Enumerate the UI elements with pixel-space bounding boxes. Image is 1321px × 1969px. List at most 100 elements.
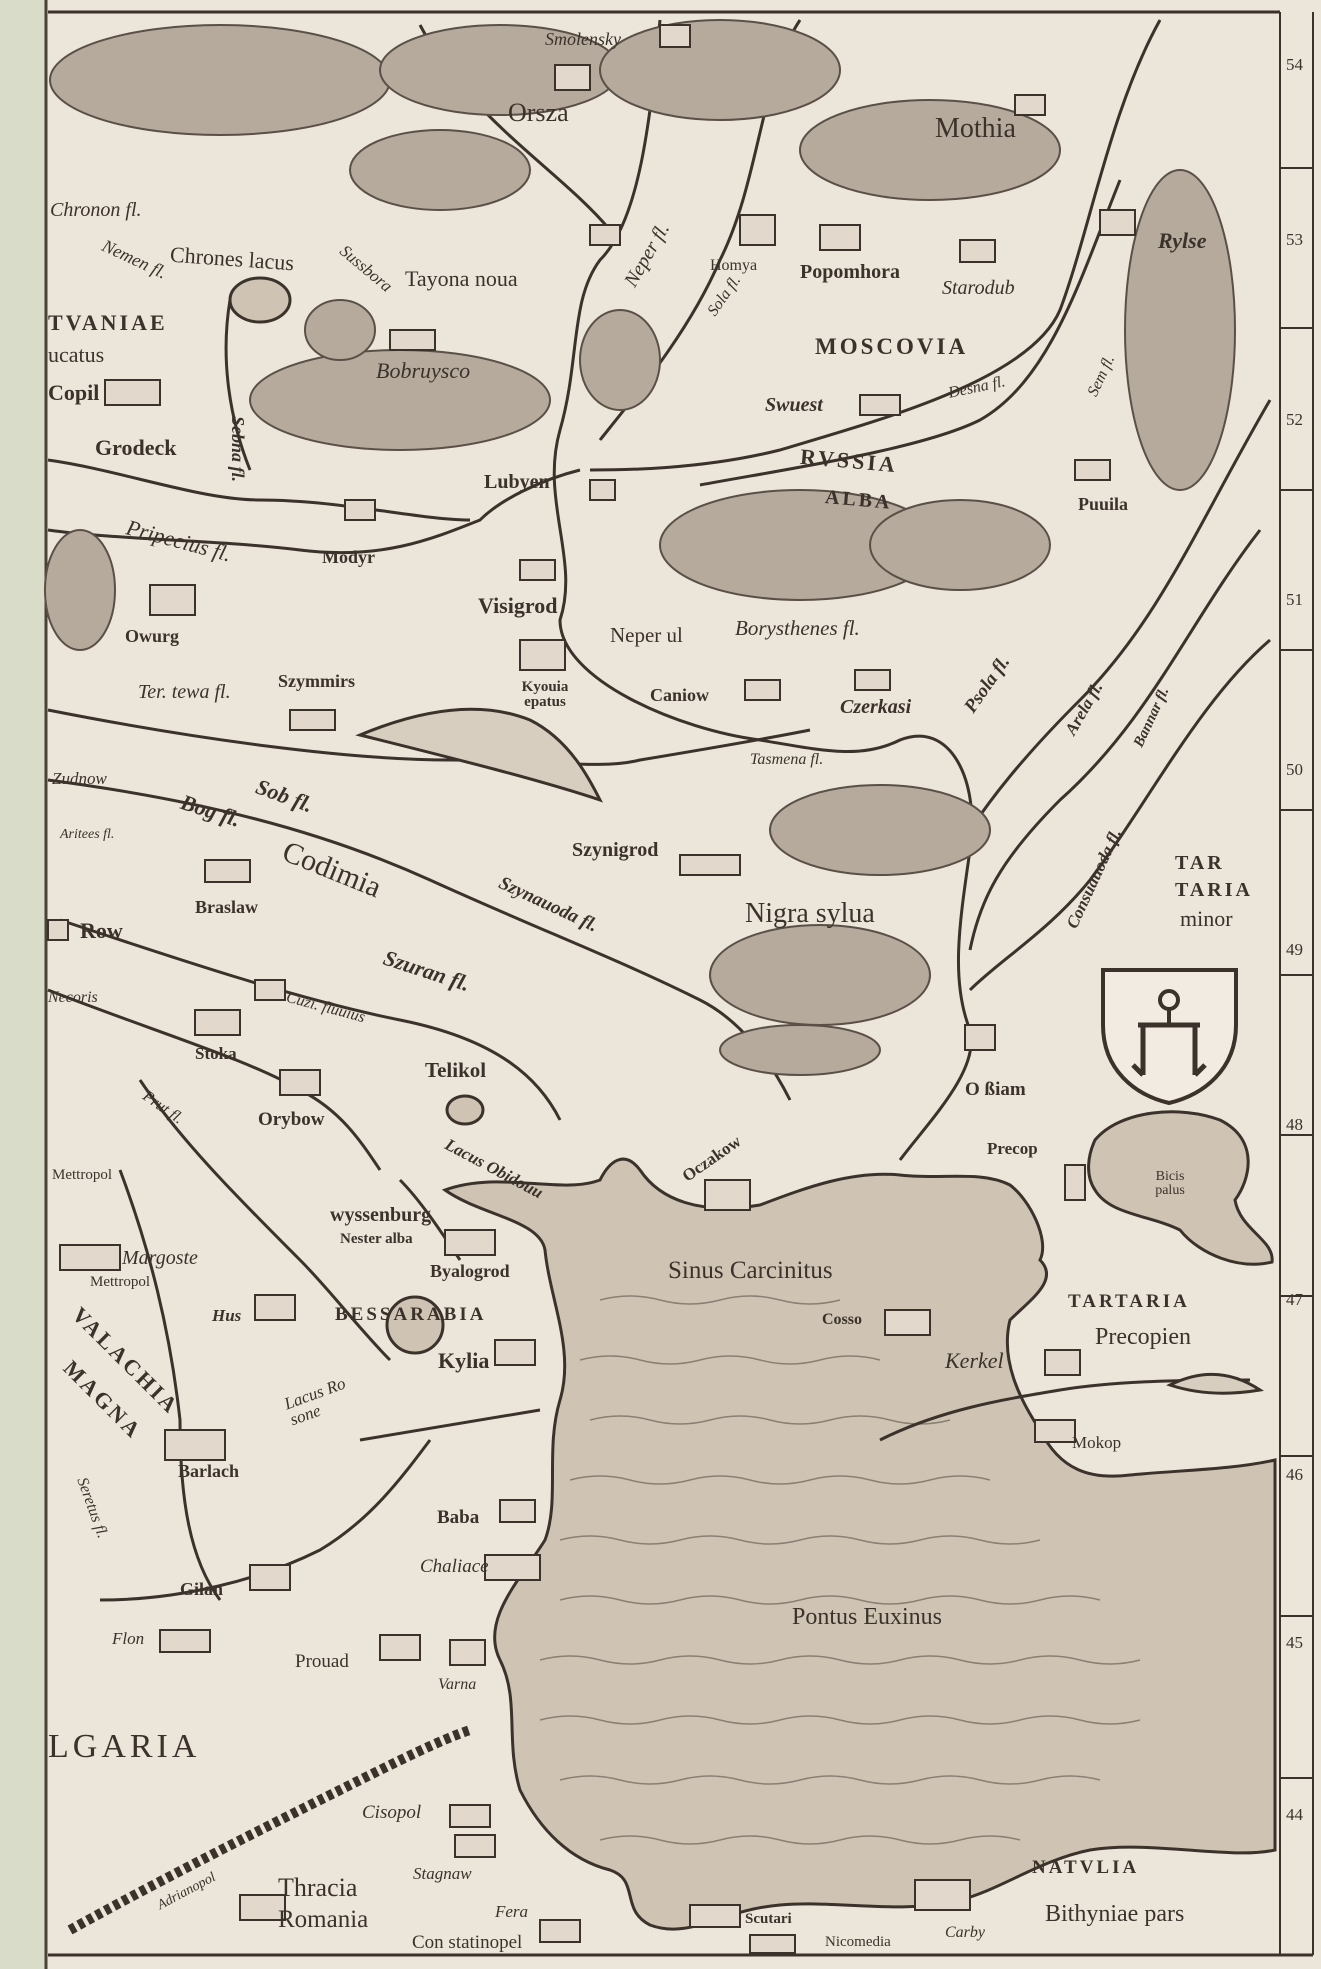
label-cosso: Cosso [822, 1311, 863, 1328]
label-rylse: Rylse [1158, 228, 1207, 253]
label-nester-alba: Nester alba [340, 1231, 413, 1247]
black-sea [441, 1157, 1277, 1931]
latitude-44: 44 [1286, 1805, 1303, 1824]
label-pontus-euxinus: Pontus Euxinus [792, 1604, 943, 1630]
lacus-obidouu [445, 1094, 485, 1126]
bicis-palus [1087, 1110, 1274, 1266]
label-prouad: Prouad [295, 1651, 349, 1672]
label-mothia: Mothia [935, 113, 1016, 144]
latitude-ticks [1280, 167, 1313, 1779]
label-scutari: Scutari [745, 1911, 792, 1927]
label-ociam: O ßiam [965, 1079, 1026, 1100]
label-popomhora: Popomhora [800, 261, 900, 283]
label-barlach: Barlach [178, 1461, 239, 1481]
label-tartaria-minor-3: minor [1180, 906, 1233, 931]
latitude-54: 54 [1286, 55, 1303, 74]
label-ducatus: ucatus [48, 342, 105, 367]
label-varna: Varna [438, 1676, 477, 1693]
label-copil: Copil [48, 380, 100, 405]
coat-of-arms-icon [1101, 968, 1238, 1105]
latitude-50: 50 [1286, 760, 1303, 779]
label-wyssenburg: wyssenburg [330, 1204, 432, 1226]
chrones-lacus [228, 276, 292, 324]
label-tasmena-fl: Tasmena fl. [750, 751, 824, 768]
label-szynigrod: Szynigrod [572, 839, 659, 861]
label-visigrod: Visigrod [478, 593, 558, 618]
label-tartaria-precopiens-2: Precopien [1095, 1324, 1191, 1350]
label-kyouia-epatus: Kyouia epatus [521, 679, 569, 710]
haemus-mountains [67, 1725, 472, 1935]
label-swuest: Swuest [765, 394, 823, 416]
label-sinus-carcinitus: Sinus Carcinitus [668, 1257, 833, 1284]
label-homya: Homya [710, 257, 758, 274]
latitude-53: 53 [1286, 230, 1303, 249]
label-moscovia: MOSCOVIA [815, 334, 969, 359]
label-gilan: Gilan [180, 1579, 224, 1599]
label-romania: Romania [278, 1906, 369, 1933]
label-tartaria-precopiens-1: TARTARIA [1068, 1291, 1190, 1312]
label-lubyen: Lubyen [484, 471, 550, 493]
label-bulgaria: LGARIA [48, 1728, 201, 1765]
label-cisopol: Cisopol [362, 1802, 422, 1823]
sea-waves [539, 1295, 1141, 1845]
label-caniow: Caniow [650, 685, 710, 705]
label-carby: Carby [945, 1924, 985, 1941]
label-puuila: Puuila [1078, 494, 1129, 514]
label-mettropol2: Mettropol [90, 1274, 150, 1290]
label-terterwa-fl: Ter. tewa fl. [138, 681, 231, 703]
label-bobruysco: Bobruysco [376, 358, 471, 383]
label-aritees-fl: Aritees fl. [60, 827, 115, 842]
latitude-49: 49 [1286, 940, 1303, 959]
label-starodub: Starodub [942, 277, 1015, 299]
label-orsza: Orsza [508, 98, 569, 127]
label-stoka: Stoka [195, 1044, 237, 1063]
label-sebna-fl: Sebna fl. [228, 415, 249, 483]
label-owurg: Owurg [125, 626, 179, 646]
label-hus: Hus [212, 1306, 242, 1325]
label-fera: Fera [495, 1902, 529, 1921]
label-smolensky: Smolensky [545, 29, 621, 49]
label-orybow: Orybow [258, 1109, 325, 1130]
label-chronon-fl: Chronon fl. [50, 199, 142, 221]
label-borysthenes-fl: Borysthenes fl. [735, 616, 860, 640]
label-nicomedia: Nicomedia [825, 1934, 891, 1950]
label-telikol: Telikol [425, 1058, 487, 1082]
label-moldauia-mettropol: Mettropol [52, 1167, 112, 1183]
precop-ridge [1166, 1372, 1264, 1395]
label-tartaria-minor-2: TARIA [1175, 879, 1253, 901]
label-stagnaw: Stagnaw [413, 1864, 472, 1883]
label-mokop: Mokop [1072, 1433, 1122, 1452]
lacus-rosone [385, 1295, 445, 1355]
latitude-52: 52 [1286, 410, 1303, 429]
latitude-51: 51 [1286, 590, 1303, 609]
label-flon: Flon [112, 1629, 145, 1648]
label-baba: Baba [437, 1507, 480, 1528]
label-bessarabia: BESSARABIA [335, 1304, 487, 1325]
label-lituaniae: TVANIAE [48, 310, 168, 335]
label-czerkasi: Czerkasi [840, 696, 912, 718]
label-zudnow: Zudnow [52, 769, 107, 788]
label-constatinopel: Con statinopel [412, 1932, 523, 1953]
label-natulia: NATVLIA [1032, 1857, 1140, 1878]
town-icons [47, 24, 1136, 1954]
label-thracia: Thracia [278, 1873, 358, 1902]
latitude-47: 47 [1286, 1290, 1303, 1309]
label-tayona-noua: Tayona noua [405, 266, 518, 291]
label-margoste: Margoste [122, 1247, 198, 1269]
label-grodeck: Grodeck [95, 435, 177, 460]
label-chaliace: Chaliace [420, 1556, 489, 1577]
forests [44, 19, 1236, 1076]
label-tartaria-minor-1: TAR [1175, 852, 1225, 874]
label-braslaw: Braslaw [195, 897, 258, 917]
label-necoris: Necoris [48, 989, 98, 1006]
latitude-45: 45 [1286, 1633, 1303, 1652]
latitude-46: 46 [1286, 1465, 1303, 1484]
label-kylia: Kylia [438, 1348, 490, 1373]
label-bicis-palus: Bicis palus [1155, 1169, 1185, 1198]
label-szymmirs: Szymmirs [278, 671, 355, 691]
label-modyr: Modyr [322, 547, 375, 567]
latitude-48: 48 [1286, 1115, 1303, 1134]
label-row: Row [80, 918, 123, 943]
